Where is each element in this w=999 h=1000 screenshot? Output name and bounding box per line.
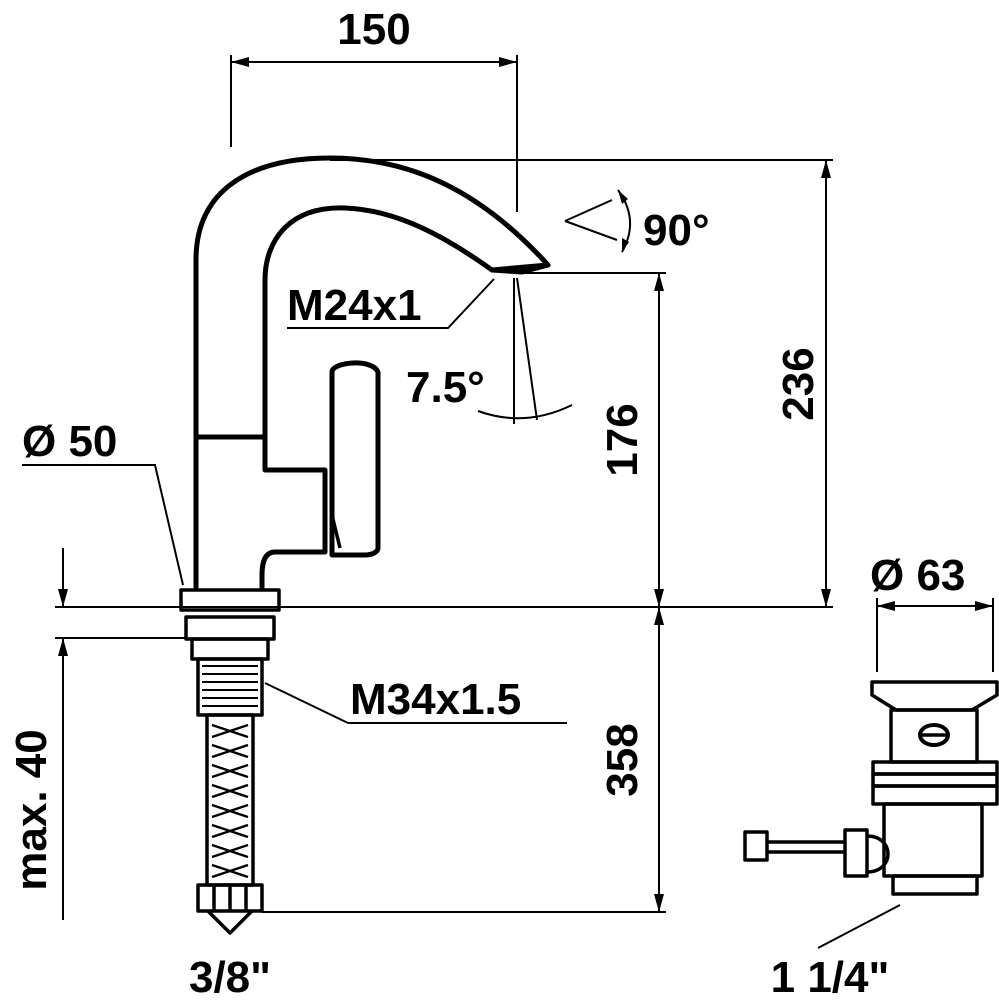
outlet-height-label: 176: [598, 403, 647, 476]
total-height-label: 236: [774, 347, 823, 420]
aerator-thread-label: M24x1: [287, 281, 422, 330]
base-diameter-label: Ø 50: [22, 417, 117, 466]
outlet-angle-label: 7.5°: [406, 363, 485, 412]
waste-drawing: [743, 680, 999, 896]
waste-diameter-label: Ø 63: [870, 551, 965, 600]
faucet-drawing: [179, 155, 551, 935]
spout-reach-label: 150: [337, 5, 410, 54]
mounting-thread-label: M34x1.5: [350, 675, 521, 724]
dimension-lines: [22, 55, 994, 949]
waste-connection-label: 1 1/4": [771, 953, 890, 1000]
max-deck-thickness-label: max. 40: [7, 729, 56, 890]
swivel-angle-label: 90°: [643, 206, 710, 255]
hose-connection-label: 3/8": [189, 953, 271, 1000]
mounting-length-label: 358: [598, 723, 647, 796]
